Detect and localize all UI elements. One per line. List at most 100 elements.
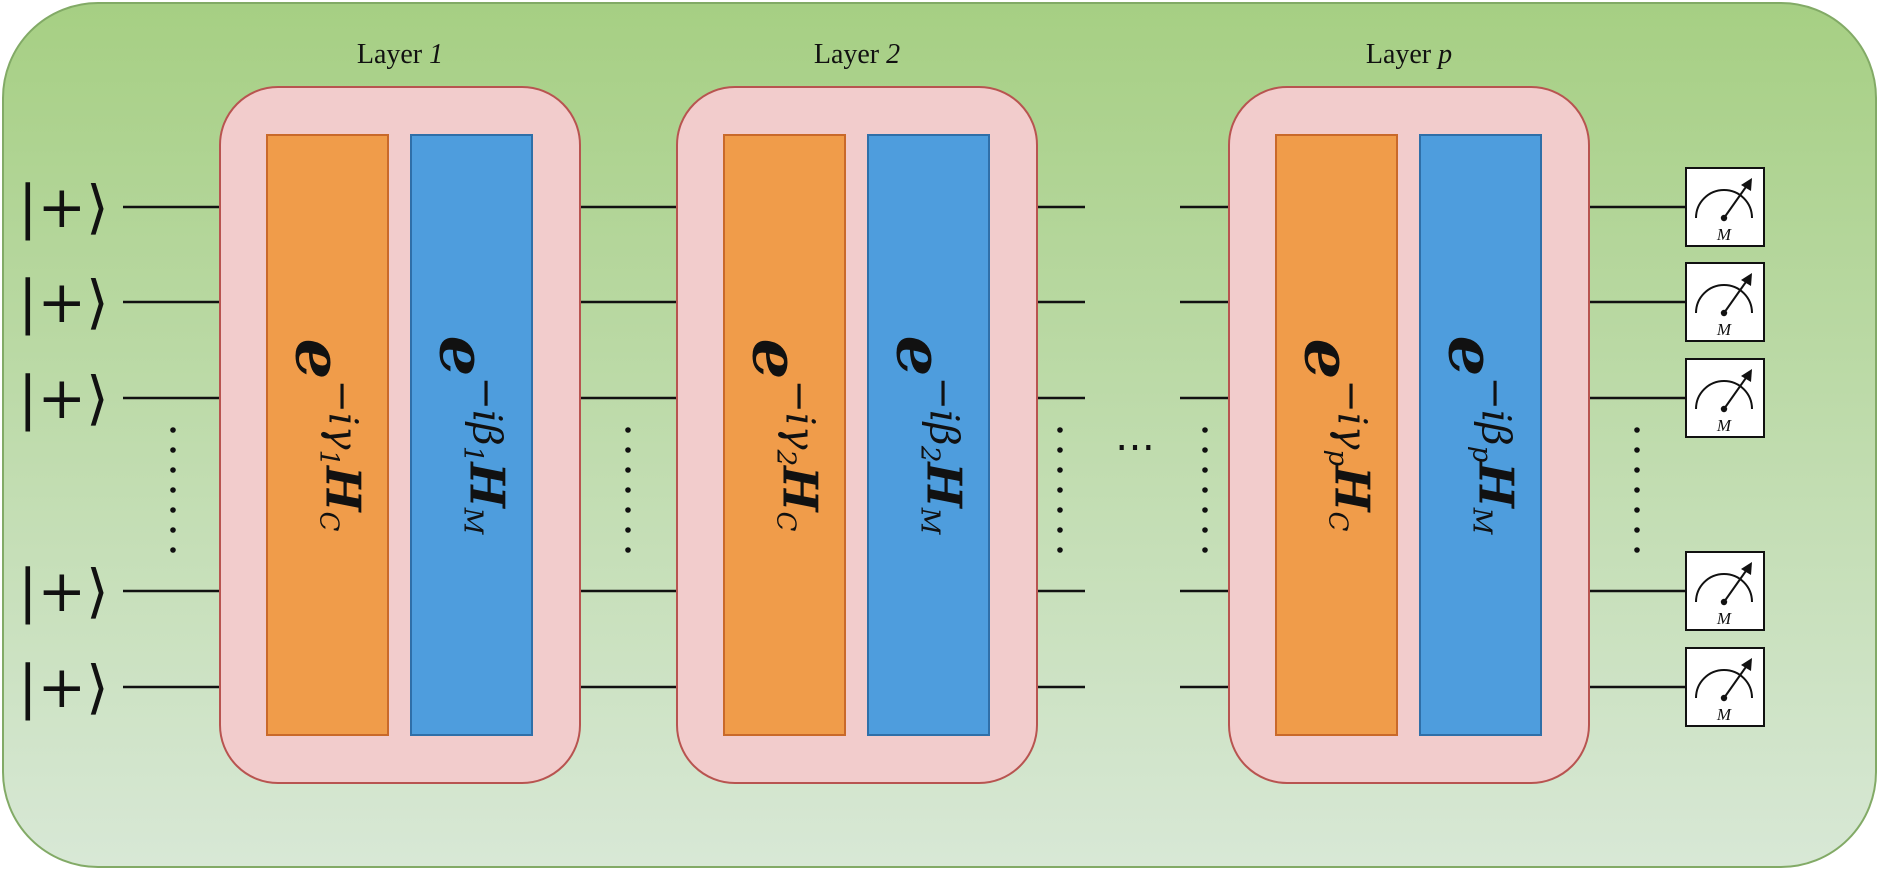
gate-operator: H bbox=[315, 464, 371, 513]
cost-gate-expression: e−iγ2HC bbox=[738, 339, 828, 532]
ellipsis-dot bbox=[1057, 507, 1063, 513]
cost-gate-expression: e−iγ1HC bbox=[281, 339, 371, 532]
vertical-ellipses bbox=[170, 427, 1640, 553]
initial-state-ket: |+⟩ bbox=[18, 173, 109, 241]
meter-arc bbox=[1695, 669, 1753, 699]
ellipsis-dot bbox=[1057, 447, 1063, 453]
gate-operator-subscript: C bbox=[314, 511, 344, 531]
ellipsis-dot bbox=[1057, 527, 1063, 533]
gate-parameter-index: 2 bbox=[915, 445, 945, 463]
ellipsis-dot bbox=[1057, 547, 1063, 553]
ellipsis-dot bbox=[1202, 447, 1208, 453]
ellipsis-dot bbox=[1634, 507, 1640, 513]
cost-gate-expression: e−iγpHC bbox=[1290, 339, 1380, 532]
gate-operator: H bbox=[772, 464, 828, 513]
ellipsis-dot bbox=[1202, 527, 1208, 533]
ellipsis-dot bbox=[1202, 547, 1208, 553]
meter-icon: M bbox=[1685, 551, 1765, 631]
mixer-gate: e−iβ1HM bbox=[410, 134, 533, 736]
gate-parameter-index: p bbox=[1467, 446, 1497, 463]
ellipsis-dot bbox=[625, 487, 631, 493]
meter-arc bbox=[1695, 189, 1753, 219]
cost-gate: e−iγpHC bbox=[1275, 134, 1398, 736]
meter-needle bbox=[1723, 278, 1749, 314]
meter-icon: M bbox=[1685, 262, 1765, 342]
gate-base: e bbox=[1290, 339, 1365, 380]
ellipsis-dot bbox=[625, 507, 631, 513]
ellipsis-dot bbox=[625, 447, 631, 453]
layer-title: Layer p bbox=[1366, 39, 1452, 70]
gate-base: e bbox=[882, 336, 957, 377]
meter-icon: M bbox=[1685, 167, 1765, 247]
ellipsis-dot bbox=[1057, 427, 1063, 433]
mixer-gate-expression: e−iβpHM bbox=[1434, 336, 1524, 536]
gate-exponent: −iγ bbox=[320, 379, 366, 449]
gate-parameter-index: p bbox=[1323, 450, 1353, 467]
cost-gate-box bbox=[266, 134, 389, 736]
gate-operator-subscript: M bbox=[915, 507, 945, 536]
cost-gate: e−iγ2HC bbox=[723, 134, 846, 736]
ellipsis-dot bbox=[170, 487, 176, 493]
meter-arc bbox=[1695, 573, 1753, 603]
gate-exponent: −iβ bbox=[1473, 376, 1519, 445]
gate-parameter-index: 2 bbox=[771, 449, 801, 467]
gate-operator: H bbox=[1468, 460, 1524, 509]
ellipsis-dot bbox=[1202, 467, 1208, 473]
ellipsis-dot bbox=[625, 547, 631, 553]
initial-state-ket: |+⟩ bbox=[18, 653, 109, 721]
gate-operator-subscript: C bbox=[771, 511, 801, 531]
ellipsis-dot bbox=[1202, 507, 1208, 513]
meter-arrowhead bbox=[1741, 658, 1752, 671]
ellipsis-dot bbox=[170, 447, 176, 453]
meter-label: M bbox=[1716, 705, 1732, 724]
initial-state-ket: |+⟩ bbox=[18, 364, 109, 432]
mixer-gate-box bbox=[1419, 134, 1542, 736]
meter-label: M bbox=[1716, 609, 1732, 628]
gate-exponent: −iγ bbox=[1329, 379, 1375, 449]
gate-operator: H bbox=[1324, 464, 1380, 513]
meter-arrowhead bbox=[1741, 178, 1752, 191]
gate-base: e bbox=[1434, 336, 1509, 377]
gate-operator: H bbox=[916, 460, 972, 509]
layer-title-prefix: Layer bbox=[357, 39, 429, 70]
ellipsis-dot bbox=[1202, 427, 1208, 433]
ellipsis-dot bbox=[170, 427, 176, 433]
initial-state-ket: |+⟩ bbox=[18, 557, 109, 625]
initial-state-ket: |+⟩ bbox=[18, 268, 109, 336]
cost-gate-box bbox=[723, 134, 846, 736]
layer-block-1: Layer 1 e−iγ1HC e−iβ1HM bbox=[219, 39, 581, 784]
meter-needle bbox=[1723, 183, 1749, 219]
layer-title-prefix: Layer bbox=[814, 39, 886, 70]
meter-label: M bbox=[1716, 416, 1732, 435]
gate-base: e bbox=[281, 339, 356, 380]
cost-gate-box bbox=[1275, 134, 1398, 736]
mixer-gate-expression: e−iβ1HM bbox=[425, 336, 515, 536]
layer-title: Layer 2 bbox=[814, 39, 900, 70]
measurements: M M M M M bbox=[1685, 167, 1765, 727]
qubit-wires bbox=[123, 205, 1685, 689]
gate-exponent: −iβ bbox=[921, 376, 967, 445]
ellipsis-dot bbox=[625, 527, 631, 533]
ellipsis-dot bbox=[1634, 427, 1640, 433]
ellipsis-dot bbox=[1634, 487, 1640, 493]
gate-exponent: −iγ bbox=[777, 379, 823, 449]
layer-title-index: 2 bbox=[886, 39, 900, 70]
ellipsis-dot bbox=[1634, 467, 1640, 473]
gate-base: e bbox=[738, 339, 813, 380]
layers-ellipsis: … bbox=[1115, 414, 1155, 460]
ellipsis-dot bbox=[170, 507, 176, 513]
ellipsis-dot bbox=[1634, 447, 1640, 453]
gate-parameter-index: 1 bbox=[458, 446, 488, 463]
meter-needle bbox=[1723, 663, 1749, 699]
meter-arc bbox=[1695, 380, 1753, 410]
gate-operator-subscript: M bbox=[1467, 507, 1497, 536]
ellipsis-dot bbox=[1057, 487, 1063, 493]
ellipsis-dot bbox=[1634, 527, 1640, 533]
ellipsis-dot bbox=[625, 467, 631, 473]
meter-needle bbox=[1723, 567, 1749, 603]
meter-label: M bbox=[1716, 320, 1732, 339]
meter-arrowhead bbox=[1741, 369, 1752, 382]
mixer-gate: e−iβ2HM bbox=[867, 134, 990, 736]
